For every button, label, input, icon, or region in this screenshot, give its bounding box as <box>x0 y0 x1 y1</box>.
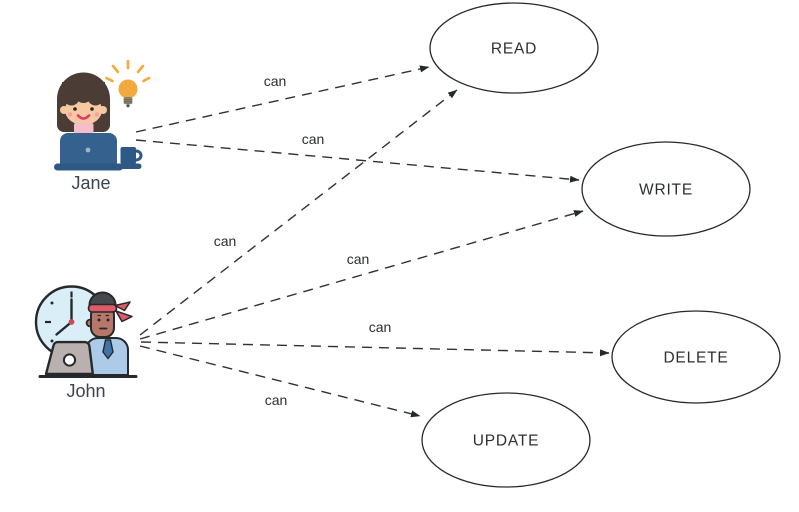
edge-label-john-delete: can <box>369 319 392 335</box>
usecase-delete-label: DELETE <box>663 350 728 367</box>
usecase-update: UPDATE <box>421 392 591 488</box>
edge-label-jane-read: can <box>264 73 287 89</box>
john-laptop-icon <box>44 340 94 376</box>
edge-john-update <box>139 345 421 418</box>
lightbulb-icon <box>105 59 151 108</box>
edges: can can can can can can <box>135 65 610 418</box>
john-avatar <box>34 285 138 378</box>
jane-laptop-base <box>54 163 123 171</box>
usecase-update-label: UPDATE <box>473 433 540 450</box>
usecase-write-label: WRITE <box>639 182 693 199</box>
usecase-delete: DELETE <box>611 310 781 404</box>
edge-label-john-write: can <box>347 251 370 267</box>
usecase-read-ellipse <box>429 2 599 94</box>
jane-blush-right <box>94 112 100 117</box>
edge-label-john-read: can <box>214 233 237 249</box>
jane-eye-right <box>90 107 94 111</box>
jane-fringe <box>62 82 105 106</box>
usecase-read: READ <box>429 2 599 94</box>
jane-chest <box>74 123 94 135</box>
john-tie <box>102 339 114 360</box>
john-headband <box>87 301 133 323</box>
john-name-label: John <box>66 381 105 401</box>
jane-ear-right <box>99 106 107 114</box>
jane-eye-left <box>73 107 77 111</box>
edge-label-jane-write: can <box>302 131 325 147</box>
jane-smile <box>76 114 91 120</box>
usecase-update-ellipse <box>421 392 591 488</box>
edge-john-delete <box>140 341 610 357</box>
jane-ear-left <box>60 106 68 114</box>
jane-avatar <box>54 59 151 171</box>
jane-laptop-logo <box>85 147 91 153</box>
usecase-delete-ellipse <box>611 310 781 404</box>
usecase-write-ellipse <box>581 141 751 237</box>
edge-label-john-update: can <box>265 392 288 408</box>
edge-john-read <box>139 89 458 336</box>
usecase-read-label: READ <box>491 41 537 58</box>
jane-name-label: Jane <box>71 173 110 193</box>
coffee-cup-icon <box>116 147 143 169</box>
jane-blush-left <box>67 112 73 117</box>
edge-john-write <box>139 210 584 340</box>
john-eye-right <box>106 318 110 322</box>
john-eye-left <box>97 318 101 322</box>
usecase-write: WRITE <box>581 141 751 237</box>
edge-jane-write <box>135 139 580 183</box>
